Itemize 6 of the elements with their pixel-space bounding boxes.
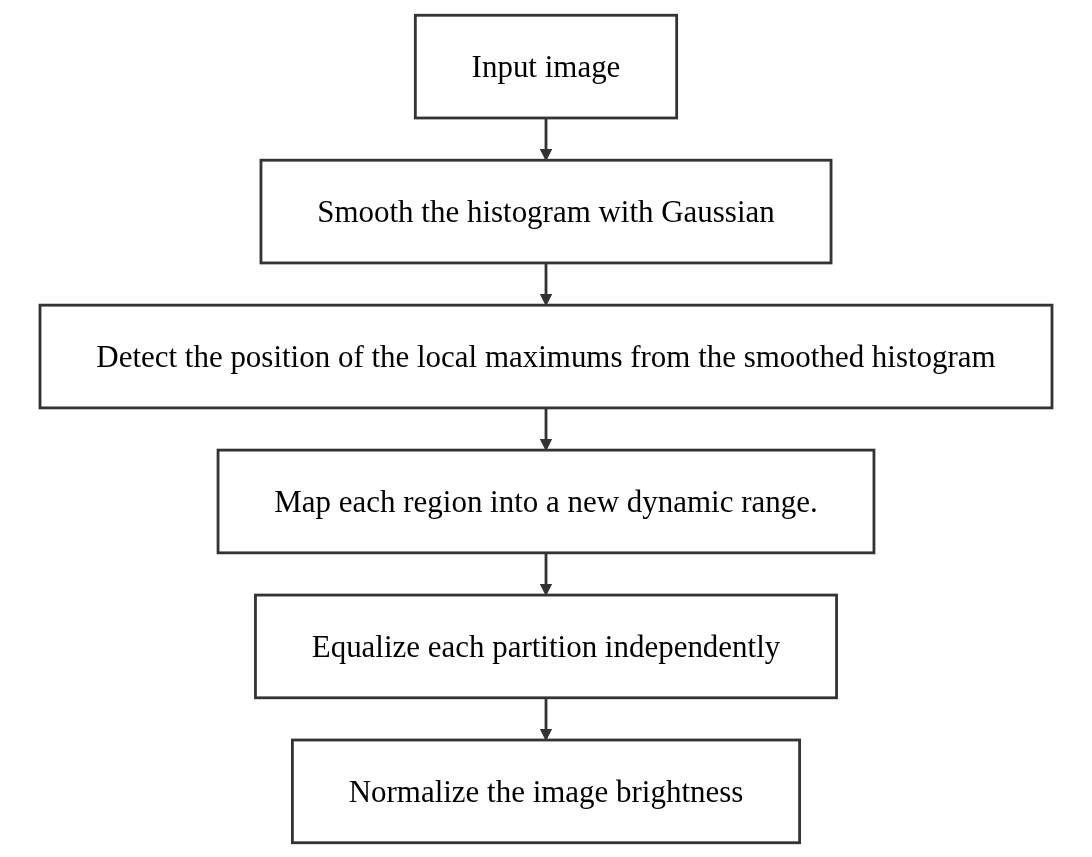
node-box: Normalize the image brightness	[291, 738, 801, 844]
node-box: Smooth the histogram with Gaussian	[259, 158, 833, 264]
node-box: Input image	[413, 13, 679, 119]
node-box: Equalize each partition independently	[254, 593, 838, 699]
node-box: Map each region into a new dynamic range.	[216, 448, 876, 554]
node-box: Detect the position of the local maximums from the smoothed histogram	[38, 303, 1054, 409]
